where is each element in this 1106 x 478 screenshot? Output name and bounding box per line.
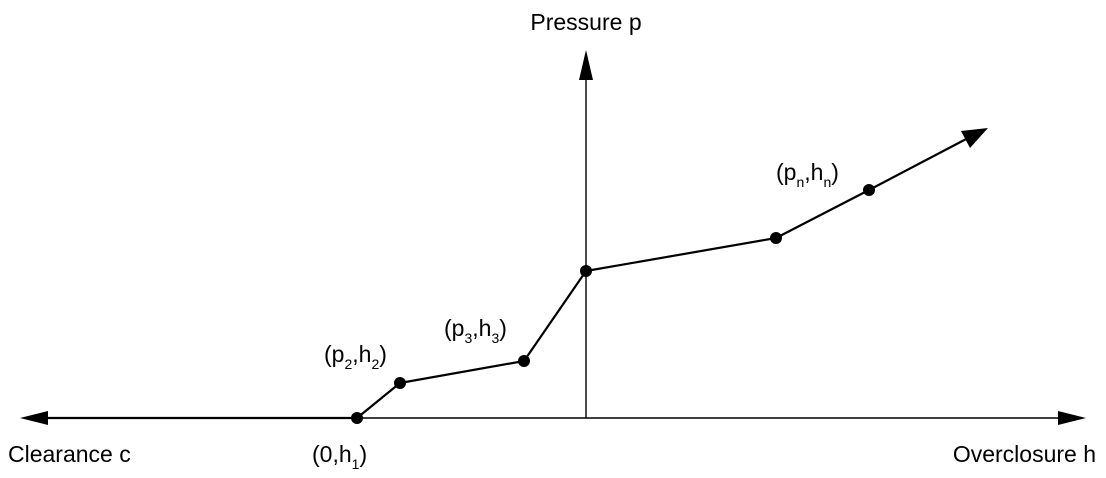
pressure-overclosure-curve — [356, 136, 971, 419]
overclosure-axis-label: Overclosure h — [953, 441, 1096, 467]
point-axis-crossing — [580, 265, 592, 277]
point-p3-h3 — [518, 355, 530, 367]
point-label-p2-h2: (p2,h2) — [324, 341, 387, 372]
clearance-axis-arrow — [20, 411, 48, 425]
pressure-axis-arrow — [579, 50, 593, 80]
point-label-pn-hn: (pn,hn) — [776, 159, 839, 190]
pressure-axis-label: Pressure p — [530, 9, 641, 35]
point-intermediate — [770, 232, 782, 244]
curve-arrow — [961, 128, 988, 148]
point-label-p3-h3: (p3,h3) — [444, 315, 507, 346]
point-label-0-h1: (0,h1) — [312, 441, 367, 472]
point-0-h1 — [351, 412, 363, 424]
overclosure-axis-arrow — [1058, 411, 1086, 425]
clearance-axis-label: Clearance c — [8, 441, 131, 467]
point-p2-h2 — [394, 377, 406, 389]
point-pn-hn — [863, 184, 875, 196]
